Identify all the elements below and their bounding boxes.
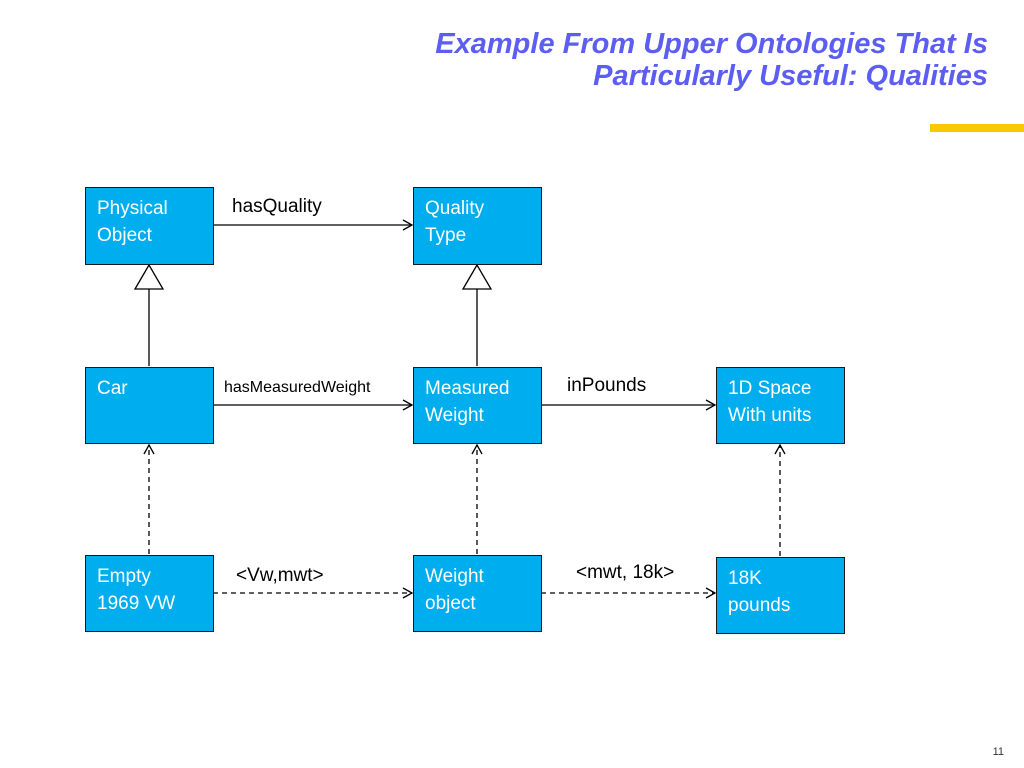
label-in-pounds: inPounds	[567, 375, 647, 396]
node-18k-pounds: 18K pounds	[716, 557, 845, 634]
slide-title-line-1: Example From Upper Ontologies That Is	[435, 28, 988, 60]
label-vw-mwt: <Vw,mwt>	[236, 565, 324, 586]
node-weight-object: Weight object	[413, 555, 542, 632]
node-measured-weight: Measured Weight	[413, 367, 542, 444]
node-empty-1969-vw: Empty 1969 VW	[85, 555, 214, 632]
node-quality-type: Quality Type	[413, 187, 542, 265]
page-number: 11	[992, 746, 1004, 758]
node-car: Car	[85, 367, 214, 444]
label-has-quality: hasQuality	[232, 196, 322, 217]
slide-title: Example From Upper Ontologies That Is Pa…	[288, 28, 988, 92]
title-accent-bar	[930, 124, 1024, 132]
generalization-arrowhead-quality-type	[461, 263, 493, 290]
slide-title-line-2: Particularly Useful: Qualities	[593, 60, 988, 92]
label-mwt-18k: <mwt, 18k>	[576, 562, 675, 583]
node-physical-object: Physical Object	[85, 187, 214, 265]
generalization-arrowhead-physical-object	[133, 263, 165, 290]
node-1d-space: 1D Space With units	[716, 367, 845, 444]
label-has-measured-weight: hasMeasuredWeight	[224, 379, 371, 396]
